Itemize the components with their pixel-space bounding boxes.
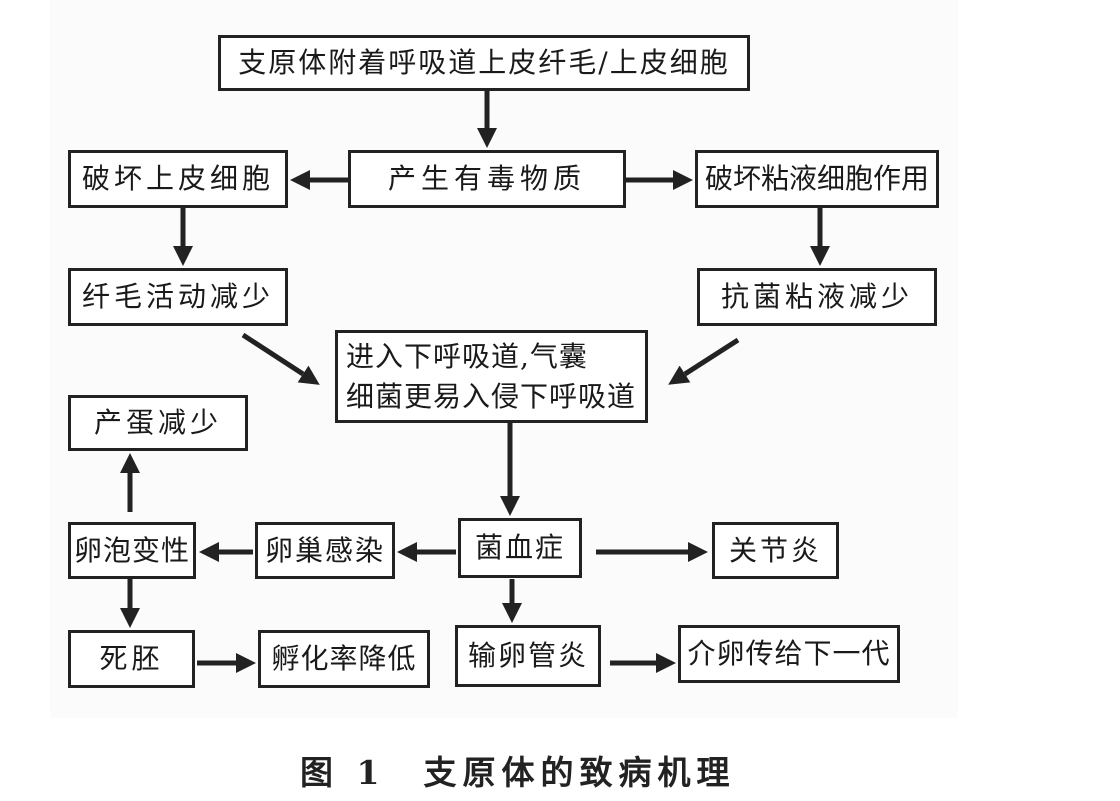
figure-label: 图 1 bbox=[300, 753, 386, 792]
node-vertical: 介卵传给下一代 bbox=[678, 625, 900, 683]
node-cilia-reduced: 纤毛活动减少 bbox=[68, 268, 288, 326]
node-lower-tract-line2: 细菌更易入侵下呼吸道 bbox=[346, 379, 637, 413]
figure-caption: 图 1 支原体的致病机理 bbox=[300, 748, 735, 792]
node-hatch: 孵化率降低 bbox=[258, 630, 430, 688]
node-dead-embryo: 死胚 bbox=[68, 630, 195, 688]
node-toxin: 产生有毒物质 bbox=[348, 150, 626, 208]
node-lower-tract-line1: 进入下呼吸道,气囊 bbox=[346, 339, 588, 373]
node-lower-tract: 进入下呼吸道,气囊 细菌更易入侵下呼吸道 bbox=[335, 330, 648, 423]
node-follicle: 卵泡变性 bbox=[68, 522, 196, 579]
node-destroy-epithelium: 破坏上皮细胞 bbox=[68, 150, 288, 208]
node-bacteremia: 菌血症 bbox=[458, 518, 582, 578]
node-destroy-mucus: 破坏粘液细胞作用 bbox=[695, 150, 939, 208]
figure-title: 支原体的致病机理 bbox=[423, 753, 736, 792]
node-arthritis: 关节炎 bbox=[712, 522, 839, 579]
node-mucus-reduced: 抗菌粘液减少 bbox=[697, 268, 937, 326]
node-attach: 支原体附着呼吸道上皮纤毛/上皮细胞 bbox=[218, 35, 750, 91]
node-salpingitis: 输卵管炎 bbox=[455, 625, 601, 687]
node-egg-reduced: 产蛋减少 bbox=[68, 395, 248, 451]
node-ovary: 卵巢感染 bbox=[255, 522, 395, 579]
